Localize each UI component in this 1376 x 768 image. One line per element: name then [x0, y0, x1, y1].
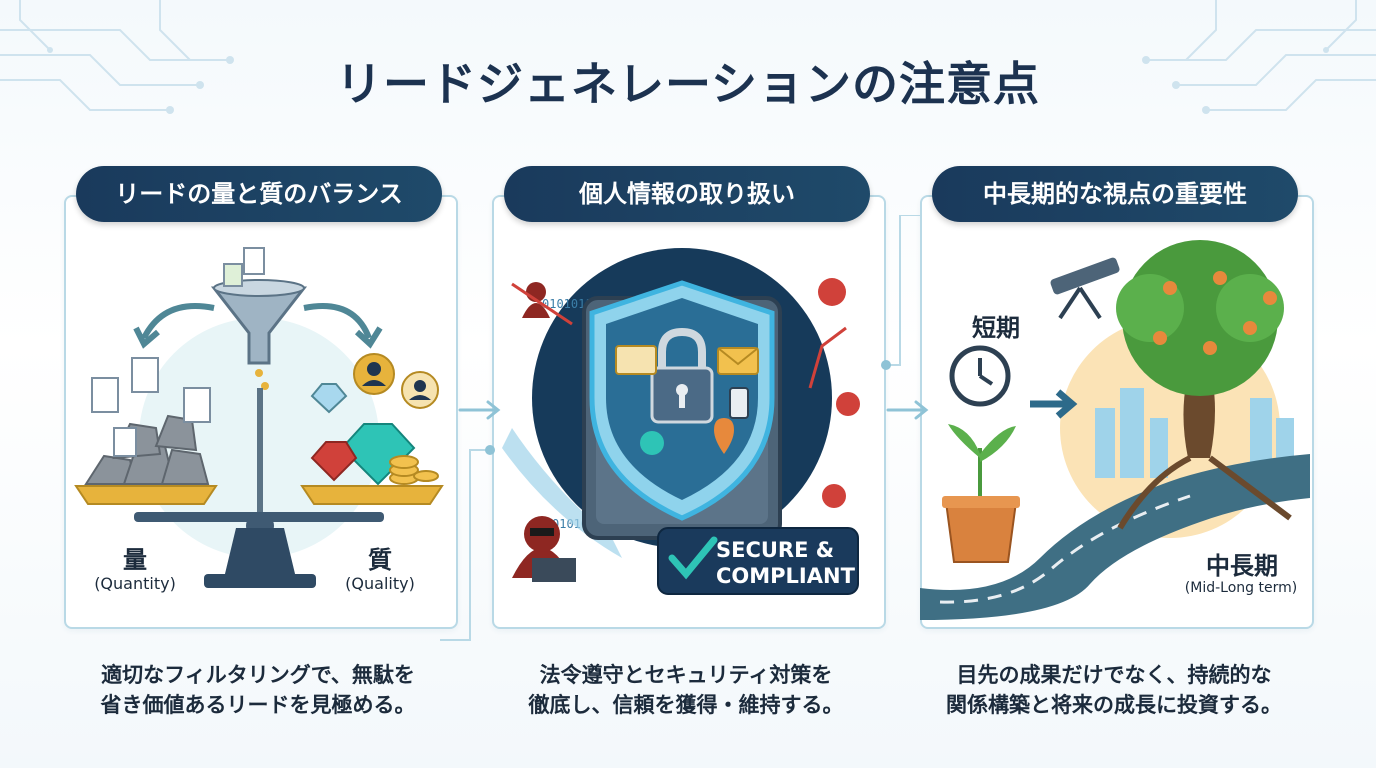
virus-icon [818, 278, 860, 508]
badge-compliant: COMPLIANT [716, 564, 855, 588]
label-long-term: 中長期 [1206, 552, 1278, 580]
long-term-growth-illustration [920, 240, 1310, 620]
gem-icon [310, 383, 416, 486]
arrow-icon [303, 303, 372, 340]
arrow-icon [141, 303, 215, 340]
coin-icon [389, 455, 439, 485]
tree-icon [1116, 240, 1292, 530]
badge-secure: SECURE & [716, 538, 835, 562]
label-long-term-en: (Mid-Long term) [1184, 580, 1298, 596]
arrow-icon [1030, 389, 1078, 419]
document-icon [223, 263, 243, 287]
circuit-decoration-left [0, 0, 234, 114]
city-icon [1095, 388, 1294, 478]
label-quality: 質 [368, 546, 392, 574]
document-icon [243, 247, 265, 275]
balance-scale-illustration [74, 247, 444, 588]
caption-privacy: 法令遵守とセキュリティ対策を 徹底し、信頼を獲得・維持する。 [528, 663, 844, 717]
road-icon [920, 454, 1310, 620]
caption-balance: 適切なフィルタリングで、無駄を 省き価値あるリードを見極める。 [100, 663, 416, 717]
panel-heading-balance: リードの量と質のバランス [76, 166, 442, 222]
hacker-icon [512, 516, 576, 582]
panel-heading-privacy: 個人情報の取り扱い [504, 166, 870, 222]
data-security-illustration: 0101011000110101 0101011000110101 [502, 248, 860, 595]
label-quantity-en: (Quantity) [94, 574, 176, 593]
id-card-icon [615, 345, 657, 375]
connector-line [440, 445, 495, 641]
arrow-icon [458, 400, 501, 420]
caption-long-term: 目先の成果だけでなく、持続的な 関係構築と将来の成長に投資する。 [946, 663, 1282, 717]
padlock-icon [650, 327, 714, 424]
telescope-icon [1050, 257, 1120, 320]
mobile-icon [729, 387, 749, 419]
hacker-icon [511, 282, 573, 326]
location-pin-icon [714, 418, 734, 454]
label-quantity: 量 [123, 546, 147, 574]
label-short-term: 短期 [972, 314, 1020, 342]
label-quality-en: (Quality) [345, 574, 415, 593]
person-badge-icon [353, 353, 439, 409]
clock-icon [949, 345, 1011, 407]
sprout-pot-icon [942, 424, 1020, 563]
circuit-decoration-right [1142, 0, 1376, 114]
phone-icon [640, 431, 664, 455]
checkmark-icon [668, 536, 718, 580]
page-title: リードジェネレーションの注意点 [335, 57, 1041, 111]
connector-line [881, 215, 920, 370]
document-icon [91, 357, 211, 457]
panel-heading-long-term: 中長期的な視点の重要性 [932, 166, 1298, 222]
rock-icon [84, 414, 210, 485]
mail-icon [717, 347, 759, 375]
arrow-icon [886, 400, 929, 420]
